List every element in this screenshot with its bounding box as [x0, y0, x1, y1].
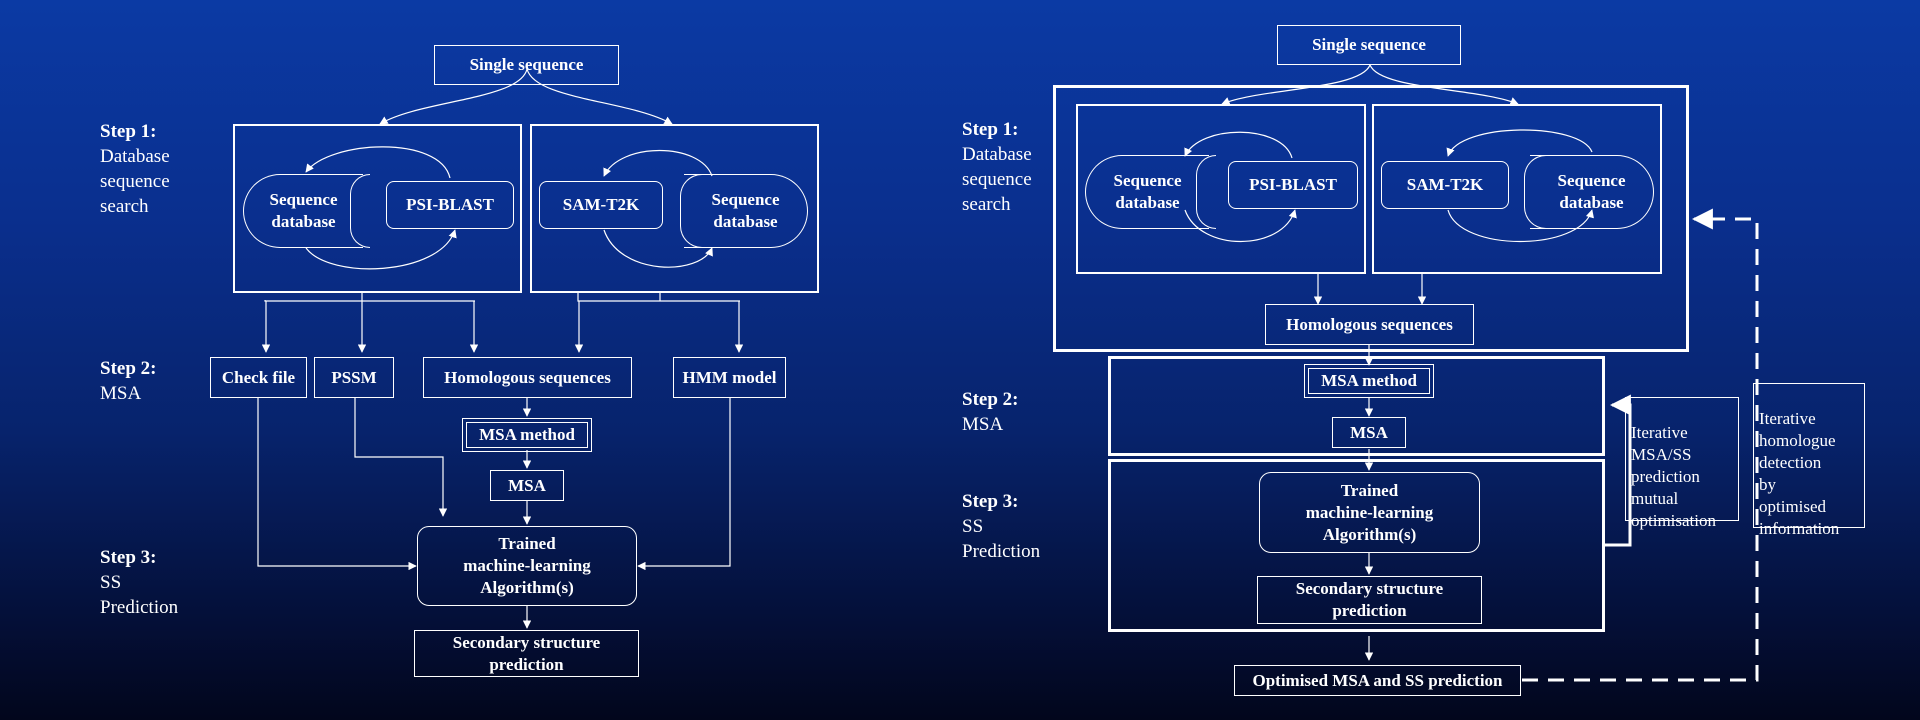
right-single-sequence-label: Single sequence [1312, 35, 1426, 54]
right-step1-outer-frame [1053, 85, 1689, 352]
left-step-2: Step 2:MSA [100, 358, 157, 404]
right-iterative-msa-label: Iterative MSA/SS prediction mutual optim… [1631, 423, 1716, 530]
right-single-sequence-box: Single sequence [1277, 25, 1461, 65]
right-sam-t2k-box: SAM-T2K [1381, 161, 1509, 209]
right-msa-label: MSA [1350, 422, 1388, 442]
right-msa-method-box: MSA method [1304, 364, 1434, 398]
left-check-file-label: Check file [221, 367, 296, 387]
left-sam-t2k-box: SAM-T2K [539, 181, 663, 229]
right-sequence-database-1: Sequence database [1085, 155, 1209, 229]
right-optimised-box: Optimised MSA and SS prediction [1234, 665, 1521, 696]
right-homologous-sequences-label: Homologous sequences [1286, 314, 1453, 334]
right-psi-blast-label: PSI-BLAST [1249, 175, 1337, 194]
left-pssm-box: PSSM [314, 357, 394, 398]
left-psi-blast-label: PSI-BLAST [406, 195, 494, 214]
left-trained-algorithm-box: Trained machine-learning Algorithm(s) [417, 526, 637, 606]
right-msa-method-label: MSA method [1321, 371, 1417, 390]
right-step-3: Step 3:SS Prediction [962, 491, 1041, 562]
right-psi-blast-frame [1076, 104, 1366, 274]
left-step-3: Step 3:SS Prediction [100, 547, 179, 618]
left-msa-label: MSA [508, 475, 546, 495]
left-homologous-sequences-box: Homologous sequences [423, 357, 632, 398]
left-sequence-database-1-edge [350, 174, 370, 248]
left-single-sequence-label: Single sequence [469, 55, 584, 74]
left-sequence-database-1-label: Sequence database [269, 190, 338, 231]
left-trained-algorithm-label: Trained machine-learning Algorithm(s) [463, 534, 591, 597]
left-psi-blast-frame [233, 124, 522, 293]
right-msa-box: MSA [1332, 417, 1406, 448]
left-check-file-box: Check file [210, 357, 307, 398]
left-secondary-structure-label: Secondary structure prediction [452, 632, 601, 674]
left-step-1: Step 1:Database sequence search [100, 121, 170, 217]
left-hmm-model-box: HMM model [673, 357, 786, 398]
left-sam-t2k-frame [530, 124, 819, 293]
right-step2-frame [1108, 356, 1605, 456]
left-msa-method-label: MSA method [479, 425, 575, 444]
left-psi-blast-box: PSI-BLAST [386, 181, 514, 229]
left-sam-t2k-label: SAM-T2K [562, 195, 640, 214]
right-iterative-msa-note: Iterative MSA/SS prediction mutual optim… [1625, 397, 1739, 530]
right-sam-t2k-label: SAM-T2K [1406, 175, 1484, 194]
right-trained-algorithm-label: Trained machine-learning Algorithm(s) [1305, 480, 1434, 544]
right-iterative-homologue-note: Iterative homologue detection by optimis… [1753, 383, 1865, 538]
right-step-2: Step 2:MSA [962, 389, 1019, 435]
left-pssm-label: PSSM [331, 367, 377, 387]
left-sequence-database-2: Sequence database [684, 174, 808, 248]
right-optimised-label: Optimised MSA and SS prediction [1252, 670, 1503, 690]
left-msa-method-box: MSA method [462, 418, 592, 452]
left-secondary-structure-box: Secondary structure prediction [414, 630, 639, 677]
left-sequence-database-2-label: Sequence database [711, 190, 780, 231]
left-sequence-database-1: Sequence database [243, 174, 363, 248]
right-trained-algorithm-box: Trained machine-learning Algorithm(s) [1259, 472, 1480, 553]
left-hmm-model-label: HMM model [682, 367, 777, 387]
right-secondary-structure-box: Secondary structure prediction [1257, 576, 1482, 624]
left-homologous-sequences-label: Homologous sequences [444, 367, 611, 387]
right-secondary-structure-label: Secondary structure prediction [1295, 579, 1444, 620]
left-single-sequence-box: Single sequence [434, 45, 619, 85]
right-homologous-sequences-box: Homologous sequences [1265, 304, 1474, 345]
right-sequence-database-2-edge [1524, 155, 1546, 229]
right-sequence-database-1-label: Sequence database [1113, 171, 1182, 212]
right-iterative-homologue-label: Iterative homologue detection by optimis… [1759, 409, 1840, 538]
right-sequence-database-2: Sequence database [1530, 155, 1654, 229]
right-psi-blast-box: PSI-BLAST [1228, 161, 1358, 209]
right-sequence-database-2-label: Sequence database [1557, 171, 1626, 212]
left-msa-box: MSA [490, 470, 564, 501]
right-step-1: Step 1:Database sequence search [962, 119, 1032, 215]
right-step3-frame [1108, 459, 1605, 632]
right-sequence-database-1-edge [1196, 155, 1216, 229]
left-sequence-database-2-edge [680, 174, 702, 248]
right-sam-t2k-frame [1372, 104, 1662, 274]
